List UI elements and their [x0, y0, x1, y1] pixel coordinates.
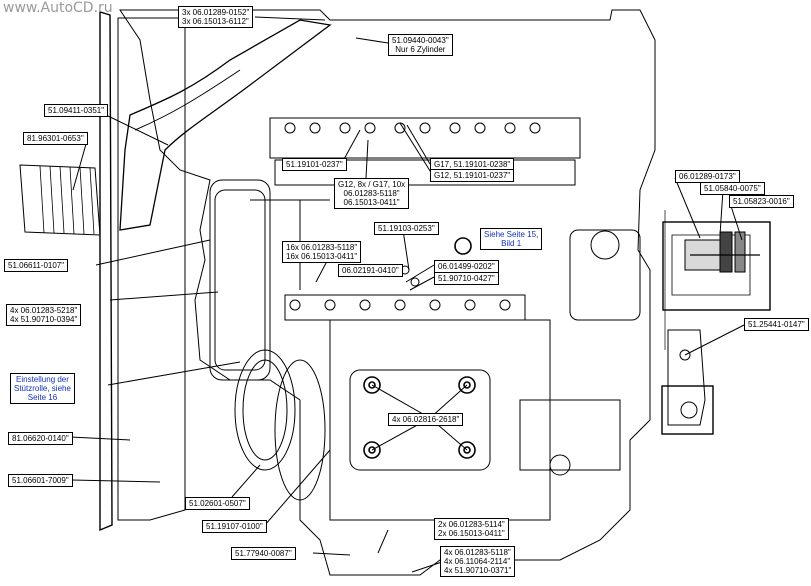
- callout-c3-line-1: 51.09411-0351": [48, 106, 105, 115]
- callout-c7: G12, 51.19101-0237": [430, 169, 515, 182]
- callout-c9-line-1: 51.19103-0253": [378, 224, 435, 233]
- bracket-inset: [661, 385, 714, 435]
- callout-c11: 51.06611-0107": [4, 259, 69, 272]
- callout-c28: 51.05823-0016": [729, 195, 794, 208]
- callout-c18: 4x 06.02816-2618": [388, 413, 464, 426]
- callout-c10-line-2: Bild 1: [501, 239, 522, 248]
- callout-c13-line-1: 06.02191-0410": [342, 266, 399, 275]
- callout-c6-line-1: G17, 51.19101-0238": [434, 160, 511, 169]
- callout-c17-line-1: Einstellung der: [16, 375, 69, 384]
- callout-c29: 51.25441-0147": [744, 318, 809, 331]
- callout-c1-line-2: 3x 06.15013-6112": [182, 17, 249, 26]
- callout-c2-line-1: 51.09440-0043": [392, 36, 449, 45]
- callout-c15: 51.90710-0427": [434, 272, 499, 285]
- callout-c17-line-3: Seite 16: [27, 393, 58, 402]
- callout-c10-line-1: Siehe Seite 15,: [484, 230, 539, 239]
- callout-c26-line-1: 06.01289-0173": [679, 172, 736, 181]
- callout-c22: 51.19107-0100": [202, 520, 267, 533]
- callout-c17: Einstellung der Stützrolle, siehe Seite …: [10, 373, 75, 404]
- callout-c2-line-2: Nur 6 Zylinder: [395, 45, 446, 54]
- intake-pipe: [119, 19, 332, 231]
- callout-c16-line-2: 4x 51.90710-0394": [10, 315, 78, 324]
- callout-c23-line-2: 2x 06.15013-0411": [438, 529, 505, 538]
- injector-row: [284, 122, 541, 134]
- callout-c8-line-2: 06.01283-5118": [343, 189, 400, 198]
- callout-c12-line-1: 16x 06.01283-5118": [286, 243, 358, 252]
- callout-c21-line-1: 51.02601-0507": [189, 499, 246, 508]
- callout-c25-line-3: 4x 51.90710-0371": [444, 566, 512, 575]
- mount-bolts: [363, 376, 476, 459]
- callout-c2: 51.09440-0043" Nur 6 Zylinder: [388, 34, 453, 56]
- callout-c5: 51.19101-0237": [282, 158, 347, 171]
- callout-c22-line-1: 51.19107-0100": [206, 522, 263, 531]
- callout-c17-line-2: Stützrolle, siehe: [14, 384, 71, 393]
- callout-c4-line-1: 81.96301-0653": [27, 134, 84, 143]
- callout-c21: 51.02601-0507": [185, 497, 250, 510]
- callout-c29-line-1: 51.25441-0147": [748, 320, 805, 329]
- manifold-bolts: [289, 299, 511, 311]
- detail-inset: [662, 221, 771, 311]
- callout-c19: 81.06620-0140": [8, 432, 73, 445]
- callout-c27: 51.05840-0075": [700, 182, 765, 195]
- callout-c24: 51.77940-0087": [231, 547, 296, 560]
- callout-c18-line-1: 4x 06.02816-2618": [392, 415, 460, 424]
- rocker-cover: [269, 117, 581, 159]
- callout-c27-line-1: 51.05840-0075": [704, 184, 761, 193]
- callout-c28-line-1: 51.05823-0016": [733, 197, 790, 206]
- callout-c8: G12, 8x / G17, 10x 06.01283-5118" 06.150…: [334, 178, 410, 209]
- leader-lines: [69, 16, 749, 573]
- callout-c25-line-2: 4x 06.11064-2114": [444, 557, 511, 566]
- callout-c20-line-1: 51.06601-7009": [12, 476, 69, 485]
- callout-c11-line-1: 51.06611-0107": [8, 261, 65, 270]
- callout-c23: 2x 06.01283-5114" 2x 06.15013-0411": [434, 518, 509, 540]
- callout-c16-line-1: 4x 06.01283-5218": [10, 306, 78, 315]
- callout-c10: Siehe Seite 15, Bild 1: [480, 228, 543, 250]
- callout-c4: 81.96301-0653": [23, 132, 88, 145]
- callout-c15-line-1: 51.90710-0427": [438, 274, 495, 283]
- callout-c7-line-1: G12, 51.19101-0237": [434, 171, 511, 180]
- callout-c14-line-1: 06.01499-0202": [438, 262, 495, 271]
- callout-c3: 51.09411-0351": [44, 104, 109, 117]
- pulley-disc: [209, 179, 271, 381]
- callout-c13: 06.02191-0410": [338, 264, 403, 277]
- callout-c23-line-1: 2x 06.01283-5114": [438, 520, 505, 529]
- callout-c20: 51.06601-7009": [8, 474, 73, 487]
- callout-c12: 16x 06.01283-5118" 16x 06.15013-0411": [282, 241, 362, 263]
- fan-shroud: [99, 11, 113, 532]
- callout-c25: 4x 06.01283-5118" 4x 06.11064-2114" 4x 5…: [440, 546, 516, 577]
- callout-c8-line-3: 06.15013-0411": [343, 198, 400, 207]
- callout-c19-line-1: 81.06620-0140": [12, 434, 69, 443]
- callout-c16: 4x 06.01283-5218" 4x 51.90710-0394": [6, 304, 82, 326]
- callout-c1-line-1: 3x 06.01289-0152": [182, 8, 250, 17]
- callout-c24-line-1: 51.77940-0087": [235, 549, 292, 558]
- callout-c12-line-2: 16x 06.15013-0411": [286, 252, 358, 261]
- callout-c9: 51.19103-0253": [374, 222, 439, 235]
- watermark-text: www.AutoCD.ru: [3, 0, 113, 16]
- callout-c25-line-1: 4x 06.01283-5118": [444, 548, 511, 557]
- flex-hose: [19, 164, 101, 236]
- engine-outline: [119, 9, 656, 576]
- callout-c5-line-1: 51.19101-0237": [286, 160, 343, 169]
- callout-c8-line-1: G12, 8x / G17, 10x: [338, 180, 406, 189]
- callout-c1: 3x 06.01289-0152" 3x 06.15013-6112": [178, 6, 254, 28]
